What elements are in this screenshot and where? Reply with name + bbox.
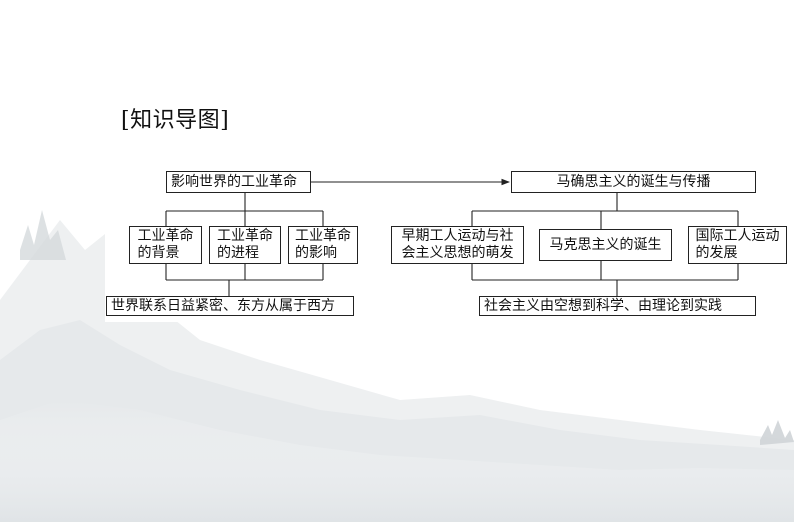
left-child-node-1: 工业革命 的背景 <box>129 226 202 264</box>
right-child-3-line2: 的发展 <box>695 245 738 261</box>
right-child-1-line1: 早期工人运动与社 <box>401 228 514 244</box>
right-result-node: 社会主义由空想到科学、由理论到实践 <box>479 296 756 316</box>
left-child-3-line2: 的影响 <box>295 245 337 261</box>
right-child-node-2: 马克思主义的诞生 <box>539 229 672 261</box>
left-child-1-line2: 的背景 <box>137 245 180 261</box>
left-child-1-line1: 工业革命 <box>137 228 194 244</box>
right-result-label: 社会主义由空想到科学、由理论到实践 <box>484 297 722 314</box>
left-child-2-line2: 的进程 <box>217 245 259 261</box>
right-child-1-line2: 会主义思想的萌发 <box>401 245 514 261</box>
left-child-2-line1: 工业革命 <box>217 228 273 244</box>
page-title: [知识导图] <box>121 108 230 133</box>
right-root-node: 马确思主义的诞生与传播 <box>511 171 756 193</box>
left-result-node: 世界联系日益紧密、东方从属于西方 <box>106 296 354 316</box>
right-child-label-3: 国际工人运动 的发展 <box>696 228 780 262</box>
left-child-label-3: 工业革命 的影响 <box>295 228 351 262</box>
right-child-label-1: 早期工人运动与社 会主义思想的萌发 <box>402 228 514 262</box>
left-result-label: 世界联系日益紧密、东方从属于西方 <box>111 297 335 314</box>
left-child-node-2: 工业革命 的进程 <box>209 226 281 264</box>
left-root-label: 影响世界的工业革命 <box>171 173 297 190</box>
right-child-node-1: 早期工人运动与社 会主义思想的萌发 <box>391 226 524 264</box>
right-child-2-line1: 马克思主义的诞生 <box>549 236 662 253</box>
left-child-label-2: 工业革命 的进程 <box>217 228 273 262</box>
right-root-label: 马确思主义的诞生与传播 <box>556 173 711 190</box>
left-child-node-3: 工业革命 的影响 <box>288 226 358 264</box>
right-child-3-line1: 国际工人运动 <box>695 228 780 244</box>
left-child-3-line1: 工业革命 <box>295 228 351 244</box>
left-child-label-1: 工业革命 的背景 <box>138 228 194 262</box>
left-root-node: 影响世界的工业革命 <box>166 171 311 193</box>
right-child-node-3: 国际工人运动 的发展 <box>688 226 787 264</box>
